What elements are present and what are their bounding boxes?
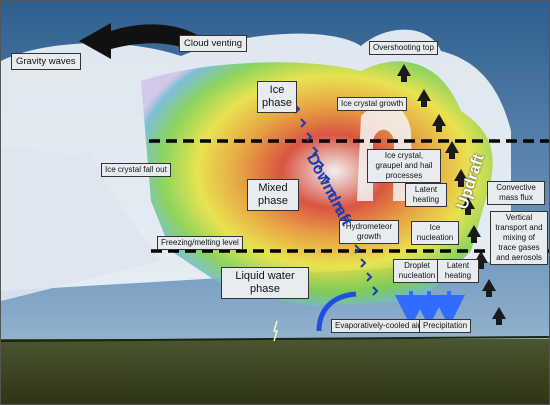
label-ice-nucleation: Ice nucleation <box>411 221 459 245</box>
label-evaporatively-cooled-air: Evaporatively-cooled air <box>331 319 425 333</box>
label-ice-phase: Ice phase <box>257 81 297 113</box>
label-gravity-waves: Gravity waves <box>11 53 81 70</box>
lightning <box>272 320 279 342</box>
label-hydrometeor-growth: Hydrometeor growth <box>339 220 399 244</box>
label-convective-mass-flux: Convective mass flux <box>487 181 545 205</box>
downdraft-chevrons <box>294 104 379 296</box>
gravity-wave-arrow <box>79 23 206 59</box>
label-liquid-water-phase: Liquid water phase <box>221 267 309 299</box>
label-cloud-venting: Cloud venting <box>179 35 248 52</box>
label-ice-crystal-fall-out: Ice crystal fall out <box>101 163 171 177</box>
label-vertical-transport: Vertical transport and mixing of trace g… <box>490 211 548 265</box>
updraft-arrows <box>397 64 506 325</box>
precipitation-arrows <box>395 291 465 327</box>
label-mixed-phase: Mixed phase <box>247 179 299 211</box>
label-ice-crystal-growth: Ice crystal growth <box>337 97 408 111</box>
label-droplet-nucleation: Droplet nucleation <box>393 259 441 283</box>
label-precipitation: Precipitation <box>419 319 472 333</box>
label-ice-crystal-graupel: Ice crystal, graupel and hail processes <box>367 149 441 183</box>
label-freezing-melting-level: Freezing/melting level <box>157 236 243 250</box>
label-latent-heating-lower: Latent heating <box>437 259 479 283</box>
cooled-air-arrow <box>316 291 357 332</box>
label-latent-heating-upper: Latent heating <box>405 183 447 207</box>
label-overshooting-top: Overshooting top <box>369 41 438 55</box>
